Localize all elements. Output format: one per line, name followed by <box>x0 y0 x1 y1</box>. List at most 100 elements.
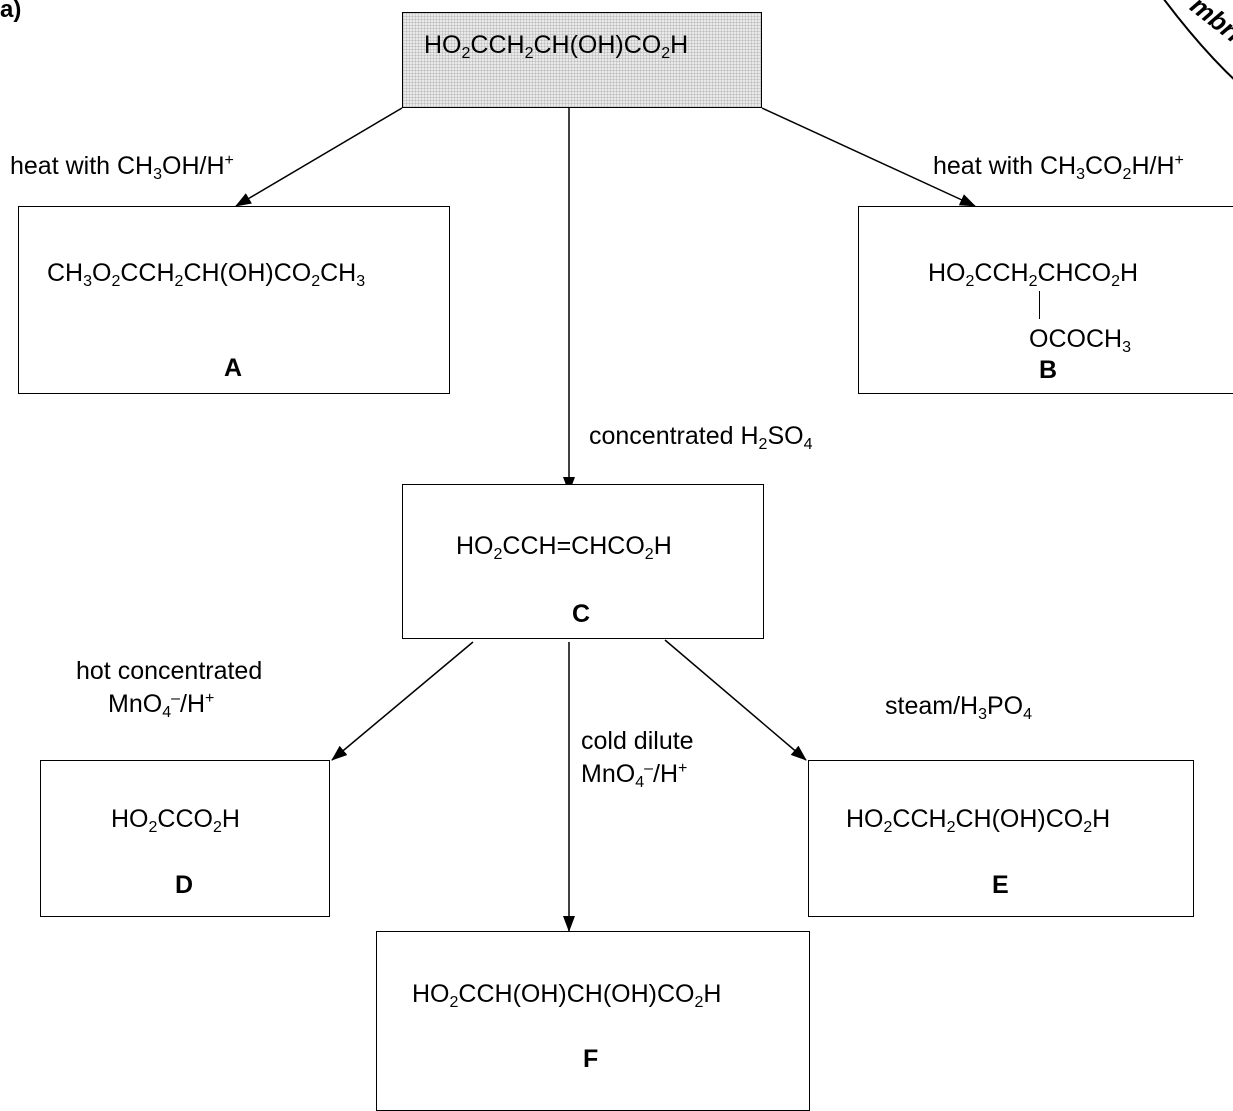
formula-fragment: H <box>653 532 672 560</box>
formula-fragment: H <box>670 31 689 59</box>
arrow-to-E <box>664 639 807 761</box>
formula-fragment: HO <box>846 805 884 833</box>
product-F-letter: F <box>583 1045 599 1073</box>
product-box-F <box>376 931 810 1111</box>
formula-fragment: 2 <box>493 546 503 563</box>
product-B-bond-line <box>1039 291 1040 319</box>
formula-fragment: CH(OH)CO <box>533 31 662 59</box>
condition-to-D-line2: MnO4–/H+ <box>108 689 215 721</box>
formula-fragment: H <box>703 980 722 1008</box>
condition-to-E: steam/H3PO4 <box>885 691 1033 723</box>
product-B-branch: OCOCH3 <box>1029 324 1131 356</box>
stamp-watermark: mbrid <box>1163 0 1233 80</box>
formula-fragment: CCO <box>157 805 213 833</box>
arrow-to-D <box>331 641 474 761</box>
formula-fragment: HO <box>424 31 462 59</box>
formula-fragment: + <box>678 760 688 777</box>
formula-fragment: MnO <box>581 760 636 788</box>
formula-fragment: 3 <box>153 166 163 183</box>
condition-to-B: heat with CH3CO2H/H+ <box>933 151 1184 183</box>
product-A-formula: CH3O2CCH2CH(OH)CO2CH3 <box>47 258 365 290</box>
product-E-letter: E <box>992 871 1009 899</box>
formula-fragment: 2 <box>644 546 654 563</box>
formula-fragment: SO <box>767 422 804 450</box>
product-A-letter: A <box>224 354 243 382</box>
formula-fragment: O <box>92 259 112 287</box>
formula-fragment: H <box>221 805 240 833</box>
formula-fragment: CCH=CHCO <box>502 532 645 560</box>
formula-fragment: 2 <box>661 45 671 62</box>
formula-fragment: 3 <box>83 273 93 290</box>
product-E-formula: HO2CCH2CH(OH)CO2H <box>846 804 1111 836</box>
formula-fragment: 2 <box>148 819 158 836</box>
formula-fragment: 2 <box>461 45 471 62</box>
formula-fragment: + <box>1174 152 1184 169</box>
formula-fragment: OH/H <box>162 152 225 180</box>
product-box-E <box>808 760 1194 917</box>
product-B-formula: HO2CCH2CHCO2H <box>928 258 1139 290</box>
product-box-C <box>402 484 764 639</box>
formula-fragment: CH(OH)CO <box>183 259 312 287</box>
formula-fragment: CH <box>320 259 357 287</box>
formula-fragment: 2 <box>174 273 184 290</box>
starting-material-box <box>402 12 762 108</box>
product-D-formula: HO2CCO2H <box>111 804 240 836</box>
formula-fragment: concentrated H <box>589 422 759 450</box>
formula-fragment: 4 <box>1023 706 1033 723</box>
formula-fragment: H/H <box>1131 152 1175 180</box>
formula-fragment: CO <box>1085 152 1123 180</box>
formula-fragment: hot concentrated <box>76 657 263 685</box>
product-box-B <box>858 206 1233 394</box>
formula-fragment: CHCO <box>1037 259 1112 287</box>
formula-fragment: CH <box>47 259 84 287</box>
formula-fragment: HO <box>928 259 966 287</box>
formula-fragment: 4 <box>803 436 813 453</box>
condition-to-D-line1: hot concentrated <box>76 656 262 686</box>
formula-fragment: 3 <box>1122 339 1131 356</box>
formula-fragment: 3 <box>1076 166 1086 183</box>
condition-to-F-line1: cold dilute <box>581 726 694 756</box>
formula-fragment: + <box>205 690 215 707</box>
formula-fragment: CCH <box>120 259 175 287</box>
formula-fragment: /H <box>653 760 678 788</box>
formula-fragment: 2 <box>694 994 704 1011</box>
product-D-letter: D <box>175 871 194 899</box>
formula-fragment: 2 <box>1028 273 1038 290</box>
formula-fragment: 4 <box>635 774 645 791</box>
formula-fragment: 2 <box>883 819 893 836</box>
formula-fragment: CCH(OH)CH(OH)CO <box>458 980 695 1008</box>
formula-fragment: 3 <box>978 706 987 723</box>
product-F-formula: HO2CCH(OH)CH(OH)CO2H <box>412 979 722 1011</box>
formula-fragment: heat with CH <box>933 152 1077 180</box>
product-box-D <box>40 760 330 917</box>
formula-fragment: 2 <box>524 45 534 62</box>
formula-fragment: 2 <box>758 436 768 453</box>
formula-fragment: HO <box>111 805 149 833</box>
formula-fragment: 2 <box>1083 819 1093 836</box>
product-C-letter: C <box>572 600 591 628</box>
formula-fragment: 2 <box>311 273 321 290</box>
formula-fragment: 2 <box>111 273 121 290</box>
arrow-to-B <box>761 107 976 207</box>
product-box-A <box>18 206 450 394</box>
condition-to-C: concentrated H2SO4 <box>589 421 813 453</box>
formula-fragment: CCH <box>470 31 525 59</box>
formula-fragment: H <box>1092 805 1111 833</box>
formula-fragment: 2 <box>946 819 956 836</box>
formula-fragment: CH(OH)CO <box>955 805 1084 833</box>
starting-material-formula: HO2CCH2CH(OH)CO2H <box>424 30 689 62</box>
formula-fragment: HO <box>456 532 494 560</box>
formula-fragment: 4 <box>162 704 172 721</box>
formula-fragment: 2 <box>1122 166 1132 183</box>
product-B-letter: B <box>1039 356 1058 384</box>
formula-fragment: PO <box>987 692 1024 720</box>
product-C-formula: HO2CCH=CHCO2H <box>456 531 672 563</box>
formula-fragment: H <box>1120 259 1139 287</box>
formula-fragment: OCOCH <box>1029 325 1123 353</box>
formula-fragment: – <box>171 690 180 707</box>
condition-to-A: heat with CH3OH/H+ <box>10 151 234 183</box>
formula-fragment: 2 <box>1111 273 1120 290</box>
formula-fragment: 2 <box>965 273 975 290</box>
formula-fragment: heat with CH <box>10 152 154 180</box>
